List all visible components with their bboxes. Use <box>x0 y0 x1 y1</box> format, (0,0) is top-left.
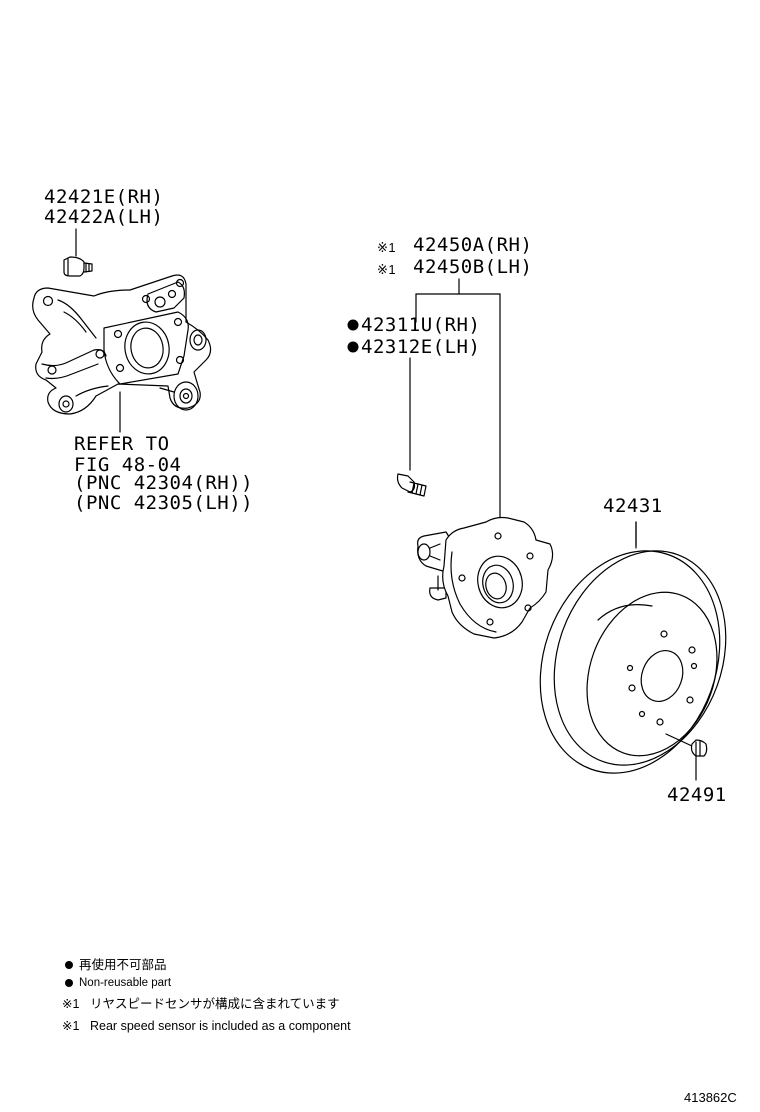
bullet-icon <box>65 979 73 987</box>
disc-screw-drawing <box>666 734 707 780</box>
callout-refer-line-4: (PNC 42305(LH)) <box>74 492 254 514</box>
brake-disc-drawing <box>510 522 754 799</box>
hub-bolt-drawing <box>398 474 427 496</box>
legend-nonreusable-jp: 再使用不可部品 <box>79 958 167 972</box>
callout-disc-screw: 42491 <box>667 784 727 806</box>
callout-hub-bolt-lh: 42312E(LH) <box>361 336 481 358</box>
callout-refer-line-2: FIG 48-04 <box>74 454 182 476</box>
callout-hub-bolt-rh: 42311U(RH) <box>361 314 481 336</box>
callout-hub-rh: 42450A(RH) <box>413 234 533 256</box>
callout-hub-lh: 42450B(LH) <box>413 256 533 278</box>
callout-refer-line-3: (PNC 42304(RH)) <box>74 472 254 494</box>
legend-sensor-mark-en: ※1 <box>62 1019 80 1033</box>
steering-knuckle-drawing <box>33 275 211 414</box>
legend-sensor-mark-jp: ※1 <box>62 997 80 1011</box>
callout-knuckle-bolt-lh: 42422A(LH) <box>44 206 164 228</box>
figure-id: 413862C <box>684 1090 737 1105</box>
nonreusable-bullet-icon <box>347 319 359 331</box>
callout-refer-line-1: REFER TO <box>74 433 170 455</box>
hub-leader-lines <box>410 279 500 520</box>
hub-rh-note-mark: ※1 <box>377 240 397 255</box>
legend-nonreusable-en: Non-reusable part <box>79 977 172 989</box>
hub-bearing-drawing <box>418 518 553 639</box>
bullet-icon <box>65 961 73 969</box>
callout-disc: 42431 <box>603 495 663 517</box>
legend-sensor-jp: リヤスピードセンサが構成に含まれています <box>90 997 340 1011</box>
nonreusable-bullet-icon <box>347 341 359 353</box>
hub-lh-note-mark: ※1 <box>377 262 397 277</box>
callout-knuckle-bolt-rh: 42421E(RH) <box>44 186 164 208</box>
legend-sensor-en: Rear speed sensor is included as a compo… <box>90 1019 351 1033</box>
knuckle-bolt-drawing <box>64 229 92 276</box>
